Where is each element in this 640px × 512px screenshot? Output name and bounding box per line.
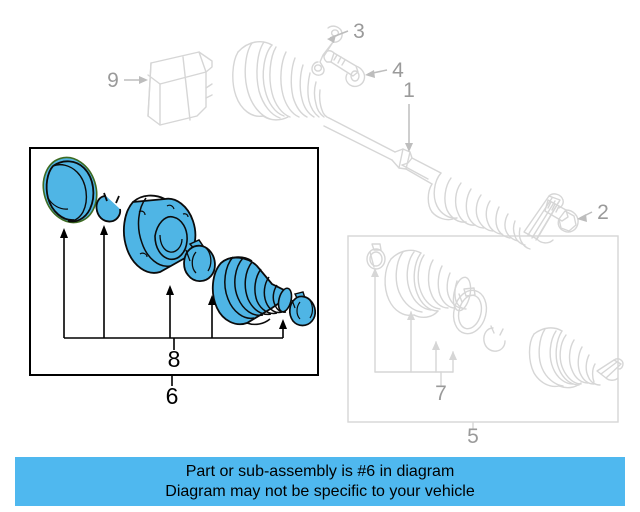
small-clamp-part[interactable]: [183, 239, 216, 283]
joint-cover-cap-part[interactable]: [35, 151, 104, 229]
inactive-second-joint: [528, 327, 624, 389]
callout-label-9: 9: [107, 69, 119, 92]
socket-bolt-part: [323, 50, 366, 88]
boot-clamp-small-part: [366, 243, 386, 270]
info-banner: Part or sub-assembly is #6 in diagram Di…: [15, 457, 625, 506]
inactive-group-parts: [366, 243, 624, 389]
bellows-boot-part[interactable]: [211, 256, 294, 326]
callout-label-2: 2: [597, 201, 609, 224]
inactive-group-outer-label: 5: [467, 425, 479, 448]
inactive-arrowheads: [371, 268, 457, 360]
callout-label-1: 1: [403, 79, 415, 102]
active-group-inner-label: 8: [168, 346, 181, 372]
inactive-group-inner-label: 7: [435, 382, 447, 405]
heat-shield-part: [147, 51, 213, 126]
snap-ring-part[interactable]: [95, 192, 122, 223]
inactive-group-box: 7 5: [347, 235, 624, 448]
active-group-parts: [35, 151, 316, 350]
callout-label-4: 4: [392, 59, 404, 82]
axle-outer-boot: [427, 172, 531, 250]
snap-ring-gray-part: [483, 325, 506, 352]
active-group-outer-label: 6: [166, 383, 179, 409]
callout-arrowheads: [139, 35, 587, 222]
callout-label-3: 3: [353, 20, 365, 43]
axle-shaft: [323, 117, 442, 185]
info-banner-line-2: Diagram may not be specific to your vehi…: [165, 482, 475, 500]
flange-bolt-part: [544, 199, 579, 233]
active-arrowheads: [60, 225, 287, 329]
boot-clamp-large-part: [452, 287, 488, 335]
active-group-box[interactable]: 8 6: [29, 147, 319, 409]
info-banner-line-1: Part or sub-assembly is #6 in diagram: [185, 462, 455, 480]
bellows-boot-gray-part: [384, 249, 472, 319]
axle-inner-boot: [232, 40, 330, 121]
boot-clamp-part[interactable]: [289, 291, 316, 327]
inactive-leader-lines: [374, 268, 454, 386]
